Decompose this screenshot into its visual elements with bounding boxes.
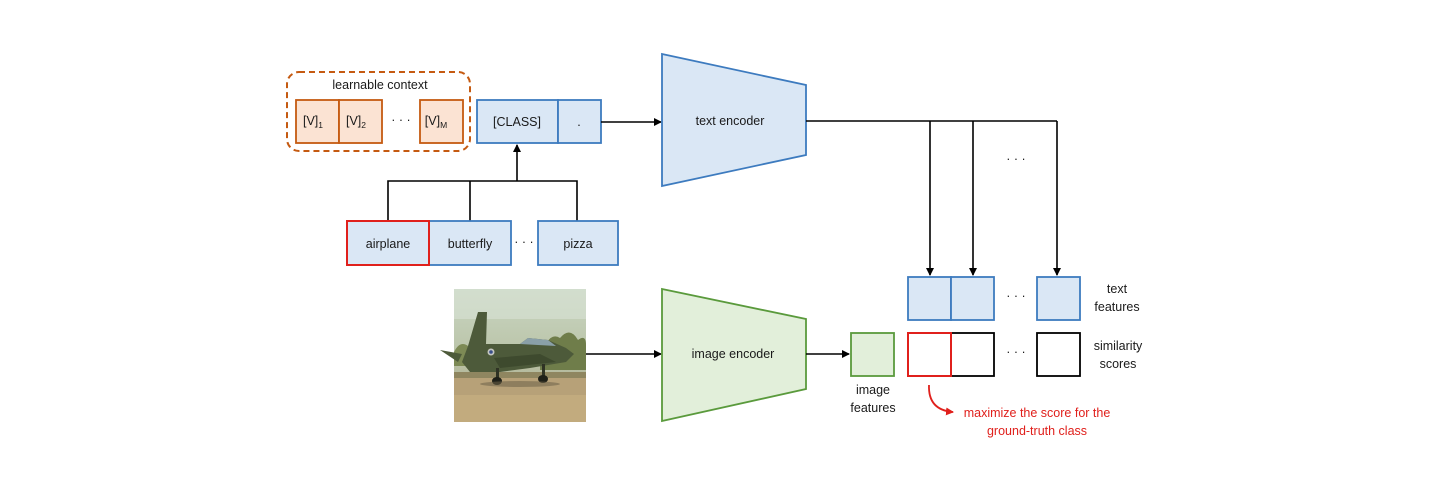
similarity-scores-group: · · · similarity scores (907, 332, 1143, 377)
class-item-airplane (346, 220, 430, 266)
image-feature-box (850, 332, 895, 377)
context-ellipsis: · · · (391, 113, 410, 127)
class-item-butterfly-label: butterfly (448, 237, 493, 251)
similarity-label-line1: similarity (1094, 339, 1143, 353)
text-feature-2 (950, 276, 995, 321)
context-token-m (419, 99, 464, 144)
class-list-group: airplane butterfly · · · pizza (346, 144, 619, 266)
image-encoder-group: image encoder (661, 287, 807, 423)
image-features-label-line2: features (850, 401, 895, 415)
context-token-2 (338, 99, 383, 144)
text-features-group: · · · text features (907, 276, 1140, 321)
annotation-group: maximize the score for the ground-truth … (928, 384, 1111, 438)
text-features-label-line2: features (1094, 300, 1139, 314)
text-encoder-output: · · · (806, 120, 1061, 276)
image-features-label-line1: image (856, 383, 890, 397)
text-output-ellipsis: · · · (1006, 152, 1025, 166)
text-encoder-label: text encoder (696, 114, 765, 128)
text-feature-1 (907, 276, 952, 321)
period-token-label: . (577, 115, 580, 129)
text-encoder-group: text encoder (661, 52, 807, 188)
similarity-score-1 (907, 332, 952, 377)
context-token-m-label: [V]M (425, 114, 447, 130)
text-features-ellipsis: · · · (1006, 289, 1025, 303)
image-encoder-block (661, 287, 807, 423)
annotation-line1: maximize the score for the (964, 406, 1111, 420)
similarity-score-n (1036, 332, 1081, 377)
annotation-line2: ground-truth class (987, 424, 1087, 438)
text-encoder-block (661, 52, 807, 188)
image-encoder-label: image encoder (692, 347, 775, 361)
period-token-box (557, 99, 602, 144)
image-features-group: image features (850, 332, 896, 415)
learnable-context-group: learnable context [V]1 [V]2 · · · [V]M (286, 71, 471, 152)
class-list-connector (387, 180, 578, 221)
learnable-context-title: learnable context (332, 78, 428, 92)
text-feature-n (1036, 276, 1081, 321)
text-features-label-line1: text (1107, 282, 1128, 296)
context-token-2-label: [V]2 (346, 114, 366, 130)
class-prompt-group: [CLASS] . (476, 99, 602, 144)
similarity-label-line2: scores (1100, 357, 1137, 371)
annotation-arrow (928, 384, 954, 416)
class-list-ellipsis: · · · (514, 235, 533, 249)
similarity-ellipsis: · · · (1006, 345, 1025, 359)
similarity-score-2 (950, 332, 995, 377)
class-item-pizza (537, 220, 619, 266)
input-image (440, 289, 586, 422)
class-item-pizza-label: pizza (563, 237, 592, 251)
context-token-1-label: [V]1 (303, 114, 323, 130)
class-token-label: [CLASS] (493, 115, 541, 129)
learnable-context-boundary (286, 71, 471, 152)
class-item-airplane-label: airplane (366, 237, 411, 251)
